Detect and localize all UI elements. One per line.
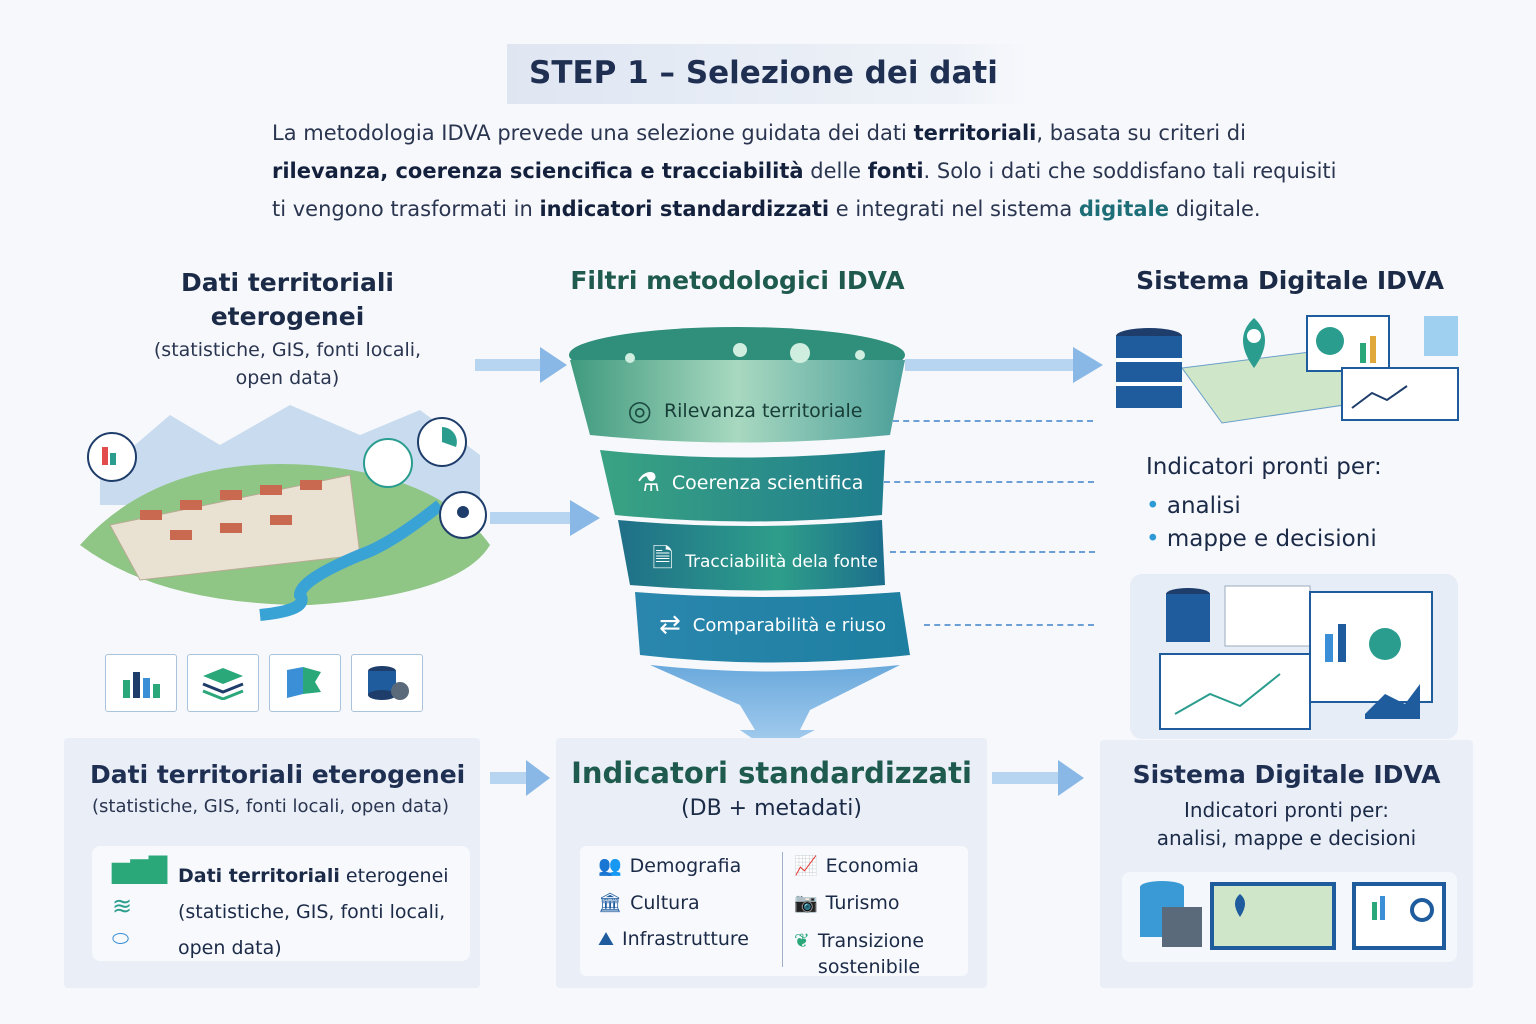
bar-chart-icon — [105, 654, 177, 712]
bottom-right-panel: Sistema Digitale IDVA Indicatori pronti … — [1100, 740, 1473, 988]
panel-heading: Sistema Digitale IDVA — [1132, 760, 1441, 789]
panel-heading: Dati territoriali eterogenei — [90, 760, 466, 789]
layers-icon: ≋ — [112, 892, 133, 920]
page-title: STEP 1 – Selezione dei dati — [507, 44, 1031, 104]
category-infrastrutture: ⛰ Infrastrutture — [598, 928, 749, 950]
category-label: Infrastrutture — [621, 928, 749, 950]
intro-text: . Solo i dati che soddisfano tali requis… — [923, 159, 1337, 183]
intro-text: delle — [803, 159, 868, 183]
filter-comparabilita: ⇄ Comparabilità e riuso — [640, 610, 905, 640]
panel-text: Indicatori pronti per: analisi, mappe e d… — [1100, 796, 1473, 852]
camera-icon: 📷 — [794, 892, 818, 914]
intro-bold: indicatori standardizzati — [539, 197, 830, 221]
bullet-text: analisi — [1166, 493, 1241, 519]
connector-line — [924, 624, 1094, 626]
flag-icon — [269, 654, 341, 712]
system-icons-illustration — [1122, 872, 1457, 962]
panel-heading: Indicatori standardizzati — [571, 756, 972, 790]
bullet-item: • mappe e decisioni — [1146, 526, 1377, 552]
card-text-line: (statistiche, GIS, fonti locali, — [178, 901, 446, 923]
panel-subtitle: (statistiche, GIS, fonti locali, open da… — [92, 796, 450, 817]
card-bold: Dati territoriali — [178, 865, 340, 887]
layers-icon — [187, 654, 259, 712]
connector-line — [893, 420, 1093, 422]
intro-highlight: digitale — [1078, 197, 1170, 221]
panel-text-line: Indicatori pronti per: — [1183, 798, 1390, 822]
category-label: Turismo — [825, 891, 900, 914]
database-icon — [351, 654, 423, 712]
panel-subtitle: (DB + metadati) — [681, 796, 862, 821]
category-demografia: 👥 Demografia — [598, 854, 742, 878]
arrow-right-icon — [475, 347, 567, 383]
category-label: Demografia — [629, 854, 742, 877]
intro-text: La metodologia IDVA prevede una selezion… — [272, 121, 914, 145]
source-tiles — [105, 654, 423, 712]
card-text-line: eterogenei — [339, 865, 449, 887]
left-heading: Dati territoriali eterogenei — [180, 268, 394, 331]
exchange-icon: ⇄ — [658, 610, 681, 640]
card-text: Dati territoriali eterogenei (statistich… — [178, 858, 449, 966]
bullet-text: mappe e decisioni — [1166, 526, 1377, 552]
category-transizione: ❦ Transizione sostenibile — [794, 928, 964, 980]
arrow-right-icon — [905, 347, 1103, 383]
category-label: Cultura — [630, 891, 700, 914]
category-label: Economia — [825, 854, 919, 877]
intro-bold: fonti — [867, 159, 924, 183]
intro-text: , basata su criteri di — [1036, 121, 1246, 145]
bullet-item: • analisi — [1146, 493, 1241, 519]
target-icon: ◎ — [627, 394, 652, 427]
category-economia: 📈 Economia — [794, 854, 919, 878]
map-icon: ⬭ — [112, 926, 130, 950]
category-cultura: 🏛 Cultura — [598, 891, 700, 915]
intro-bold: rilevanza, coerenza sciencifica e tracci… — [272, 159, 804, 183]
intro-bold: territoriali — [913, 121, 1037, 145]
arrow-right-icon — [490, 500, 600, 536]
flask-icon: ⚗ — [636, 468, 660, 498]
growth-chart-icon: 📈 — [794, 855, 818, 877]
category-label: Transizione sostenibile — [817, 930, 925, 978]
filter-label: Tracciabilità dela fonte — [685, 552, 878, 572]
funnel-illustration — [569, 327, 910, 752]
leaf-icon: ❦ — [794, 930, 810, 952]
culture-icon: 🏛 — [598, 892, 623, 914]
dashboard-illustration — [1130, 574, 1458, 739]
card-text-line: open data) — [178, 937, 282, 959]
connector-line — [884, 481, 1094, 483]
intro-text: ti vengono trasformati in — [272, 197, 540, 221]
right-heading: Sistema Digitale IDVA — [1136, 266, 1444, 295]
intro-text: digitale. — [1169, 197, 1261, 221]
data-card: ▆▇█ ≋ ⬭ Dati territoriali eterogenei (st… — [92, 846, 470, 961]
ready-label: Indicatori pronti per: — [1146, 454, 1382, 480]
ready-bullets: • analisi • mappe e decisioni — [1146, 490, 1377, 556]
bottom-middle-panel: Indicatori standardizzati (DB + metadati… — [556, 738, 987, 988]
town-illustration — [80, 405, 490, 621]
document-icon: 🗎 — [652, 544, 674, 574]
panel-text-line: analisi, mappe e decisioni — [1156, 826, 1417, 850]
bottom-left-panel: Dati territoriali eterogenei (statistich… — [64, 738, 480, 988]
digital-system-illustration — [1116, 315, 1459, 424]
filter-rilevanza: ◎ Rilevanza territoriale — [600, 394, 890, 427]
bar-chart-icon: ▆▇█ — [112, 856, 168, 884]
filter-tracciabilita: 🗎 Tracciabilità dela fonte — [635, 540, 895, 584]
intro-text: e integrati nel sistema — [829, 197, 1079, 221]
arrow-right-icon — [490, 760, 550, 796]
categories-card: 👥 Demografia 🏛 Cultura ⛰ Infrastrutture 📈 Ec… — [580, 846, 968, 978]
middle-heading: Filtri metodologici IDVA — [570, 266, 905, 295]
connector-line — [890, 551, 1095, 553]
people-icon: 👥 — [598, 855, 622, 877]
filter-label: Rilevanza territoriale — [663, 399, 863, 422]
filter-coerenza: ⚗ Coerenza scientifica — [620, 468, 880, 498]
category-turismo: 📷 Turismo — [794, 891, 900, 915]
filter-label: Coerenza scientifica — [671, 472, 864, 494]
road-icon: ⛰ — [598, 928, 614, 950]
arrow-right-icon — [992, 760, 1084, 796]
filter-label: Comparabilità e riuso — [692, 614, 887, 636]
left-subtitle: (statistiche, GIS, fonti locali, open da… — [153, 339, 422, 389]
intro-paragraph: La metodologia IDVA prevede una selezion… — [272, 114, 1352, 228]
